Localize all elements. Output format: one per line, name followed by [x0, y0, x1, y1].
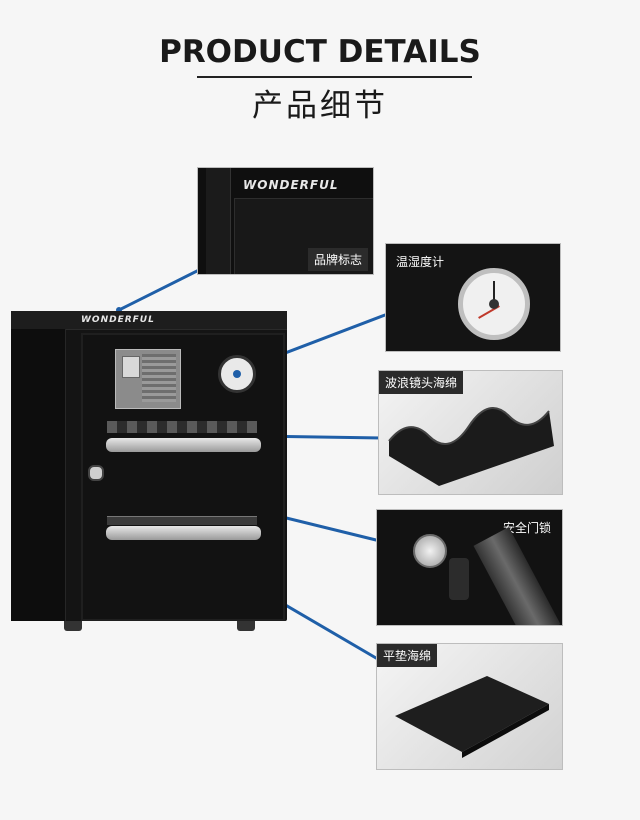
- logo-door-edge: [206, 168, 231, 274]
- dehumidifier-module: [115, 349, 181, 409]
- logo-brand-text: WONDERFUL: [243, 178, 339, 192]
- cabinet-top: WONDERFUL: [11, 311, 287, 330]
- label-brand-logo: 品牌标志: [308, 248, 369, 271]
- lock-cylinder: [413, 534, 447, 568]
- wave-sponge-graphic: [388, 407, 554, 486]
- panel-brand-logo: WONDERFUL 品牌标志: [197, 167, 374, 275]
- upper-shelf: [106, 438, 261, 452]
- cabinet-foot-left: [64, 621, 82, 631]
- panel-wave-sponge: 波浪镜头海绵: [378, 370, 563, 495]
- panel-door-lock: 安全门锁: [376, 509, 563, 626]
- lock-key: [449, 558, 469, 600]
- cabinet-side: [11, 329, 66, 621]
- hygrometer-dial: [218, 355, 256, 393]
- lower-shelf: [106, 526, 261, 540]
- hygrometer-face: [458, 268, 530, 340]
- panel-flat-sponge: 平垫海绵: [376, 643, 563, 770]
- page-title: PRODUCT DETAILS: [159, 34, 481, 70]
- label-wave-sponge: 波浪镜头海绵: [379, 371, 464, 394]
- door-handle-bar: [473, 527, 561, 625]
- label-door-lock: 安全门锁: [503, 521, 552, 535]
- door-lock-knob: [88, 465, 104, 481]
- cabinet-brand-logo: WONDERFUL: [81, 315, 155, 325]
- flat-tray: [107, 516, 257, 525]
- cabinet-foot-right: [237, 621, 255, 631]
- title-divider: [197, 76, 472, 78]
- flat-sponge-graphic: [395, 676, 549, 758]
- label-flat-sponge: 平垫海绵: [377, 644, 438, 667]
- label-hygrometer: 温湿度计: [396, 255, 445, 269]
- panel-hygrometer: 温湿度计: [385, 243, 561, 352]
- dry-cabinet: WONDERFUL: [11, 311, 287, 631]
- page-subtitle: 产品细节: [252, 88, 388, 124]
- wave-tray: [107, 421, 257, 433]
